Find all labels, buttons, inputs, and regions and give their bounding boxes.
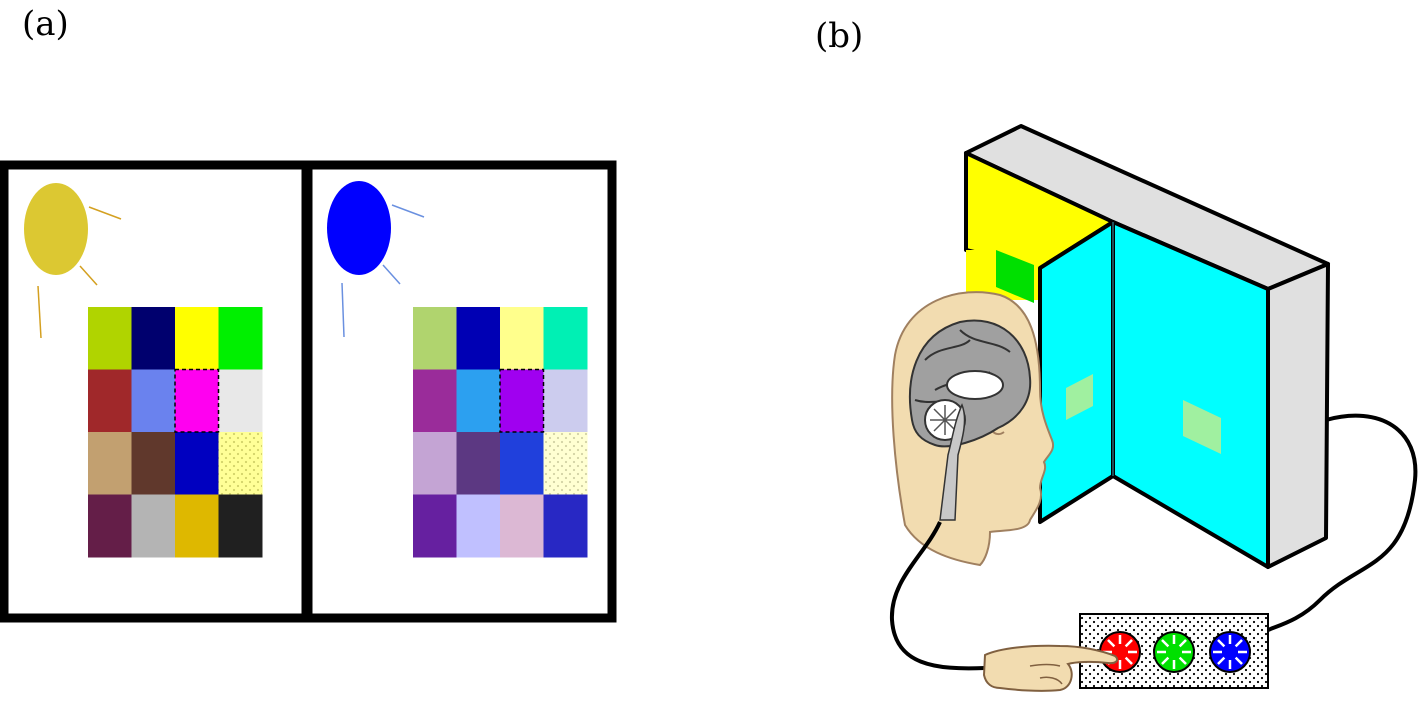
light-ray [79, 265, 98, 286]
color-patch [543, 494, 588, 558]
sun-icon [327, 181, 391, 275]
color-patch [131, 494, 176, 558]
button-spoke [1217, 656, 1226, 665]
color-patch [543, 307, 588, 370]
scene-frame-right [303, 160, 617, 623]
test-patch [1183, 400, 1221, 454]
cyan-panel-left [1038, 220, 1115, 524]
color-patch [500, 369, 544, 433]
button-spoke [1178, 656, 1187, 665]
button-spoke [1234, 656, 1243, 665]
light-ray [37, 285, 42, 339]
light-ray [382, 264, 401, 285]
apparatus-side [1266, 262, 1330, 569]
color-patch [456, 494, 501, 558]
green-patch [996, 250, 1034, 303]
color-patch [175, 369, 219, 433]
brain-head-icon [891, 291, 1054, 567]
color-patch [413, 369, 457, 433]
color-patch [88, 432, 132, 495]
color-patch [456, 307, 501, 370]
color-patch [131, 307, 176, 370]
color-patch [131, 369, 176, 433]
button-spoke [1124, 639, 1133, 648]
button-spoke [1234, 639, 1243, 648]
illuminant-left [24, 183, 122, 339]
light-ray [391, 204, 425, 218]
test-patch-outline [174, 368, 220, 433]
color-patch [218, 307, 263, 370]
button-spoke [1124, 656, 1133, 665]
panel-a [0, 160, 617, 623]
button-spoke [1161, 656, 1170, 665]
test-patch-outline [499, 368, 545, 433]
panel-b [889, 124, 1418, 692]
color-patch [175, 494, 219, 558]
sun-icon [24, 183, 88, 275]
button-spoke [1178, 639, 1187, 648]
color-patch [413, 307, 457, 370]
color-patch [88, 307, 132, 370]
light-ray [341, 282, 345, 338]
color-patch [543, 369, 588, 433]
color-patch [175, 432, 219, 495]
cable-left [889, 521, 986, 671]
color-patch [218, 494, 263, 558]
color-patch [413, 494, 457, 558]
color-patch [175, 307, 219, 370]
response-buttons [1099, 631, 1251, 673]
cable-right [1267, 413, 1418, 632]
color-patch [500, 307, 544, 370]
button-spoke [1217, 639, 1226, 648]
button-spoke [1161, 639, 1170, 648]
light-ray [88, 206, 122, 220]
test-patch [1066, 374, 1093, 420]
color-patch [500, 494, 544, 558]
texture-patch [543, 432, 587, 495]
button-spoke [1107, 639, 1116, 648]
color-patch [500, 432, 544, 495]
mondrian-grid-left [88, 307, 263, 558]
hand-icon [982, 644, 1119, 692]
color-patch [456, 369, 501, 433]
illuminant-right [327, 181, 425, 338]
texture-patch [218, 432, 262, 495]
color-patch [413, 432, 457, 495]
color-patch [88, 369, 132, 433]
color-patch [218, 369, 263, 433]
mondrian-grid-right [413, 307, 588, 558]
color-patch [131, 432, 176, 495]
panel-a-label: (a) [22, 4, 69, 44]
panel-b-label: (b) [815, 16, 864, 56]
color-patch [88, 494, 132, 558]
color-patch [456, 432, 501, 495]
